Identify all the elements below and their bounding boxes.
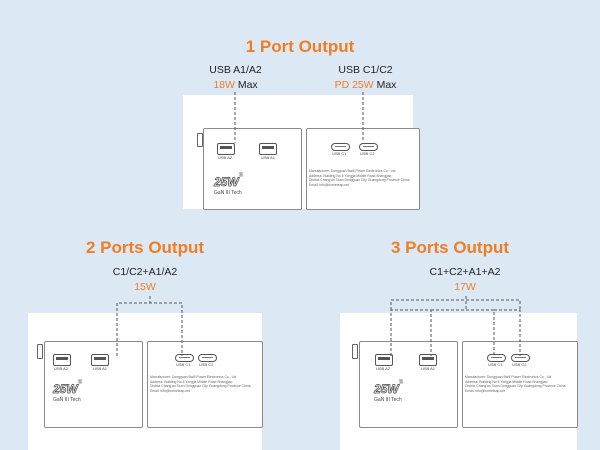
three-ports-power: 17W: [454, 281, 476, 293]
fine-print: Manufacturer: Dongguan Bwill Power Elect…: [150, 375, 251, 393]
usb-a2-port: [53, 354, 71, 366]
usb-a1-port: [91, 354, 109, 366]
usb-a-suffix: Max: [237, 79, 258, 91]
power-strip-knob: [352, 344, 358, 359]
panel-two-ports: USB A2 USB A1 25W® GaN III Tech USB C1 U…: [28, 313, 263, 450]
usb-c-module: USB C1 USB C2 Manufacturer: Dongguan Bwi…: [147, 341, 263, 428]
brand-name: GaN III Tech: [214, 190, 242, 196]
one-port-title: 1 Port Output: [245, 37, 355, 56]
fine-print: Manufacturer: Dongguan Bwill Power Elect…: [309, 169, 410, 187]
badge-mark: ®: [238, 173, 244, 179]
usb-c1-label: USB C1: [488, 362, 503, 367]
usb-a1-label: USB A1: [93, 366, 108, 371]
usb-a-spec: USB A1/A2 18W Max: [198, 63, 273, 93]
badge-text: 25W: [374, 382, 399, 397]
brand-name: GaN III Tech: [53, 397, 81, 403]
usb-c2-label: USB C2: [199, 362, 214, 367]
power-strip-knob: [37, 344, 43, 359]
usb-a2-port: [217, 143, 235, 155]
brand-logo: 25W® GaN III Tech: [214, 173, 243, 196]
two-ports-combo: C1/C2+A1/A2: [112, 266, 178, 278]
usb-a2-label: USB A2: [54, 366, 69, 371]
usb-a1-port: [259, 143, 277, 155]
usb-a-module: USB A2 USB A1 25W® GaN III Tech: [203, 128, 302, 210]
usb-a-name: USB A1/A2: [209, 64, 262, 76]
badge-text: 25W: [53, 382, 78, 397]
badge-mark: ®: [398, 380, 404, 386]
usb-a2-port: [375, 354, 393, 366]
badge-text: 25W: [214, 175, 239, 190]
usb-c-suffix: Max: [376, 79, 397, 91]
usb-c1-label: USB C1: [332, 151, 347, 156]
usb-c1-label: USB C1: [176, 362, 191, 367]
usb-c2-label: USB C2: [512, 362, 527, 367]
usb-c1-port: [487, 354, 506, 362]
three-ports-combo: C1+C2+A1+A2: [429, 266, 501, 278]
brand-logo: 25W® GaN III Tech: [374, 380, 403, 403]
two-ports-title: 2 Ports Output: [85, 238, 205, 257]
usb-c2-label: USB C2: [360, 151, 375, 156]
brand-name: GaN III Tech: [374, 397, 402, 403]
connector-3port-top: [390, 299, 521, 310]
usb-a-module: USB A2 USB A1 25W® GaN III Tech: [44, 341, 143, 428]
badge-mark: ®: [77, 380, 83, 386]
three-ports-title: 3 Ports Output: [390, 238, 510, 257]
two-ports-power: 15W: [134, 281, 156, 293]
two-ports-spec: C1/C2+A1/A2 15W: [90, 265, 200, 295]
usb-a1-port: [419, 354, 437, 366]
fine-print: Manufacturer: Dongguan Bwill Power Elect…: [465, 375, 566, 393]
usb-a1-label: USB A1: [261, 155, 276, 160]
usb-c2-port: [198, 354, 217, 362]
usb-a2-label: USB A2: [376, 366, 391, 371]
usb-c1-port: [175, 354, 194, 362]
connector-3port-bracket: [390, 309, 521, 356]
usb-a1-label: USB A1: [421, 366, 436, 371]
usb-a2-label: USB A2: [218, 155, 233, 160]
usb-a-module: USB A2 USB A1 25W® GaN III Tech: [359, 341, 458, 428]
usb-c1-port: [331, 143, 350, 151]
panel-three-ports: USB A2 USB A1 25W® GaN III Tech USB C1 U…: [340, 313, 578, 450]
usb-c-spec: USB C1/C2 PD 25W Max: [318, 63, 413, 93]
connector-2port-bracket: [116, 302, 183, 356]
usb-c-module: USB C1 USB C2 Manufacturer: Dongguan Bwi…: [306, 128, 420, 210]
usb-c2-port: [359, 143, 378, 151]
brand-logo: 25W® GaN III Tech: [53, 380, 82, 403]
usb-a-power: 18W: [213, 79, 235, 91]
panel-one-port: USB A2 USB A1 25W® GaN III Tech USB C1 U…: [183, 95, 420, 210]
power-strip-knob: [197, 133, 203, 147]
usb-c-power: PD 25W: [334, 79, 374, 91]
usb-c-name: USB C1/C2: [338, 64, 393, 76]
three-ports-spec: C1+C2+A1+A2 17W: [405, 265, 525, 295]
